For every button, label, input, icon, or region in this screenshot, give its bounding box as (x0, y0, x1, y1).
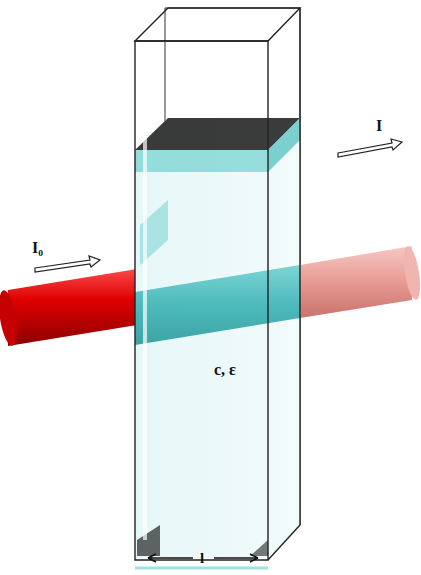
cuvette-base (137, 525, 160, 556)
intensity-label: I (376, 118, 382, 134)
liquid-meniscus (135, 150, 268, 172)
beam-in-sample (135, 265, 300, 345)
concentration-label: c, ε (214, 362, 236, 378)
transmitted-beam-end (401, 245, 421, 301)
transmitted-beam (300, 246, 412, 318)
liquid-meniscus-side (268, 118, 300, 172)
sample-liquid (135, 118, 300, 558)
transmitted-arrow (338, 139, 402, 157)
incident-arrow (35, 256, 100, 272)
cuvette-base-glow (135, 567, 268, 570)
path-length-label: l (200, 551, 204, 566)
cuvette-base (250, 540, 268, 556)
cuvette-top (135, 8, 300, 41)
cuvette-edge (268, 525, 300, 560)
intensity-label: I₀ (32, 240, 43, 256)
cuvette-edge (299, 8, 300, 525)
length-arrow (148, 554, 193, 562)
cuvette-front (135, 41, 268, 560)
length-arrow (214, 554, 258, 562)
glass-highlight (143, 60, 147, 540)
incident-beam-end (0, 289, 20, 347)
